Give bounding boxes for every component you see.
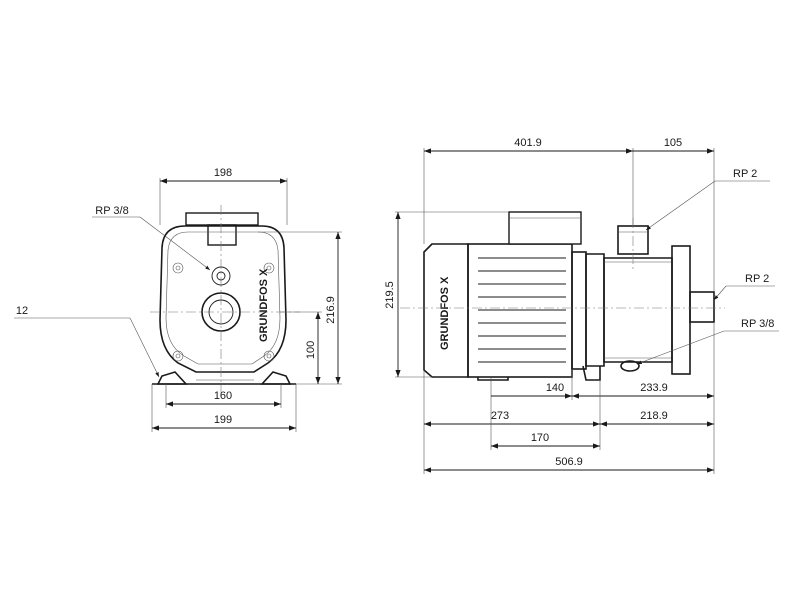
- dim-side-pump-length: 233.9: [640, 382, 668, 394]
- side-drain-plug: [620, 360, 640, 372]
- dim-front-width: 198: [214, 167, 232, 179]
- side-inlet-port: [689, 291, 715, 323]
- front-terminal-box: [185, 212, 259, 226]
- side-pump-sleeve: [603, 257, 673, 363]
- front-foot-right: [260, 371, 292, 385]
- front-bolts: [172, 262, 275, 362]
- dim-front-shaft-height: 100: [305, 341, 317, 359]
- dim-side-height: 219.5: [384, 281, 396, 309]
- side-drain-label: RP 3/8: [741, 318, 774, 330]
- dim-side-motor-to-foot: 273: [491, 410, 509, 422]
- side-motor-body: [467, 243, 573, 378]
- side-inlet-label: RP 2: [745, 273, 769, 285]
- side-foot: [477, 377, 509, 381]
- dim-front-foot-thickness: 12: [16, 305, 28, 317]
- dim-front-height: 216.9: [325, 296, 337, 324]
- front-foot-left: [156, 371, 188, 385]
- dim-side-foot-offset: 140: [546, 382, 564, 394]
- front-view: GRUNDFOS X 198 RP 3/8 216.9 100 12 160: [14, 167, 342, 432]
- dim-side-outlet-offset: 105: [664, 137, 682, 149]
- front-brand-text: GRUNDFOS X: [258, 268, 270, 342]
- front-drain-label: RP 3/8: [95, 205, 128, 217]
- front-pump-body: [159, 225, 287, 373]
- side-view: GRUNDFOS X 401.9 105 RP 2 RP 2 RP 3/8 21…: [384, 137, 779, 474]
- side-terminal-box: [508, 211, 582, 245]
- side-pump-head: [671, 245, 691, 375]
- side-cooling-fins: [478, 257, 566, 363]
- dim-side-foot-span: 170: [531, 432, 549, 444]
- dim-side-total-length: 506.9: [555, 456, 583, 468]
- dim-side-pump-to-end: 218.9: [640, 410, 668, 422]
- dim-front-base-width: 199: [214, 414, 232, 426]
- dim-side-motor-length: 401.9: [514, 137, 542, 149]
- dim-front-foot-span: 160: [214, 390, 232, 402]
- side-outlet-label: RP 2: [733, 168, 757, 180]
- side-motor-flange: [571, 251, 587, 370]
- side-brand-text: GRUNDFOS X: [439, 276, 451, 350]
